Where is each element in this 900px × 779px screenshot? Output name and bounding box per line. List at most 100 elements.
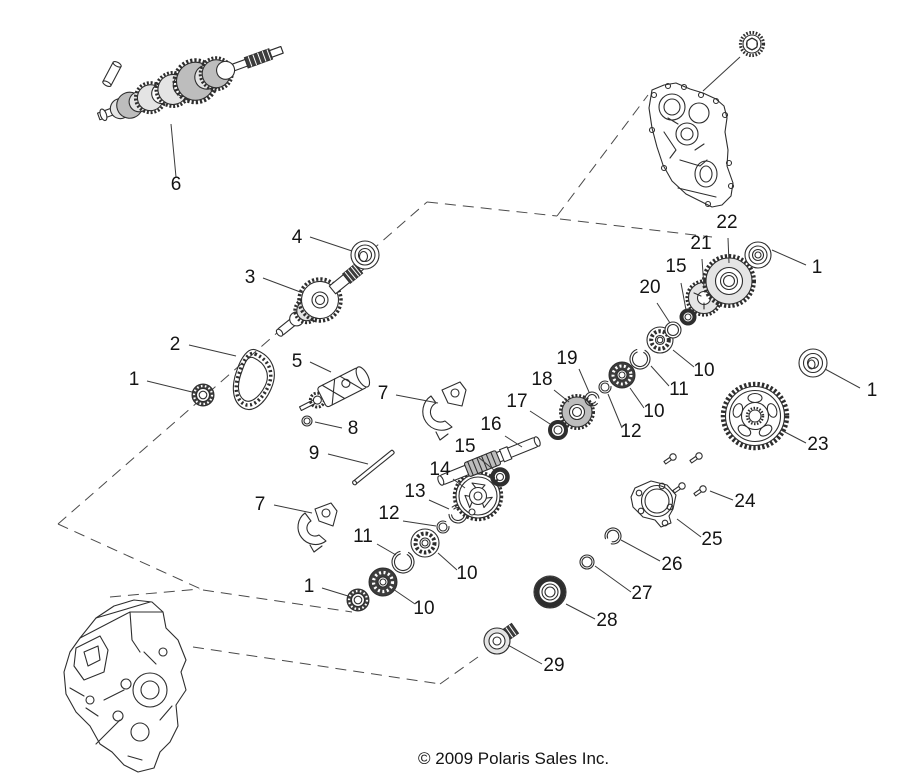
svg-text:12: 12 [378,503,399,524]
callout-9: 9 [309,443,369,465]
part-11-snap-ring-upper [629,348,651,370]
svg-text:26: 26 [661,554,682,575]
callout-6: 6 [170,123,182,195]
part-15-ring-upper [679,308,697,326]
svg-text:15: 15 [665,256,686,277]
part-8-washer [301,415,313,427]
svg-text:11: 11 [353,526,373,547]
part-25-retainer-plate [630,480,677,528]
svg-text:6: 6 [171,174,182,195]
svg-text:13: 13 [404,481,425,502]
part-18-gear [559,394,595,430]
svg-text:10: 10 [643,401,664,422]
part-22-gear [702,254,756,308]
callout-27: 27 [594,565,653,604]
callout-15-upper: 15 [665,256,687,311]
part-4-bearing [350,240,380,270]
svg-text:15: 15 [454,436,475,457]
callout-26: 26 [620,539,683,575]
part-23-output-gear [720,381,790,451]
svg-text:27: 27 [631,583,652,604]
callout-12-lower: 12 [378,503,437,527]
svg-text:1: 1 [129,369,140,390]
callout-5: 5 [292,351,332,373]
svg-text:25: 25 [701,529,722,550]
svg-text:22: 22 [716,212,737,233]
callout-7-lower: 7 [255,494,313,515]
part-10-bearing-a [608,361,636,389]
callout-21: 21 [690,233,712,289]
svg-text:10: 10 [456,563,477,584]
part-1-bearing-left [191,383,215,407]
callout-8: 8 [314,418,359,439]
cover-nut-leader [702,56,741,92]
svg-text:20: 20 [639,277,660,298]
part-10-bearing-d [368,567,398,597]
callout-10-mid: 10 [437,552,478,584]
callout-22: 22 [716,212,738,264]
svg-text:12: 12 [620,421,641,442]
svg-text:8: 8 [348,418,359,439]
svg-text:1: 1 [867,380,878,401]
callout-12-upper: 12 [607,393,642,442]
callout-4: 4 [292,227,353,252]
part-26-snap-ring [604,527,622,545]
callout-20: 20 [639,277,671,324]
callout-2: 2 [170,334,237,357]
callout-28: 28 [565,603,618,631]
svg-text:7: 7 [255,494,266,515]
callout-29: 29 [507,644,565,676]
part-10-bearing-b [646,326,674,354]
part-15-ring-lower [490,467,510,487]
callout-24: 24 [709,490,756,512]
part-7-shift-fork-lower [297,502,338,553]
svg-text:17: 17 [506,391,527,412]
part-20-washer [664,321,682,339]
svg-text:10: 10 [413,598,434,619]
svg-text:7: 7 [378,383,389,404]
svg-text:28: 28 [596,610,617,631]
callout-17: 17 [506,391,551,425]
part-12-ring-lower [436,520,450,534]
callout-25: 25 [676,518,723,550]
svg-text:29: 29 [543,655,564,676]
part-24-screws [663,452,707,497]
callout-10-bottom: 10 [392,588,435,619]
svg-text:10: 10 [693,360,714,381]
callout-10-upper-right: 10 [672,349,715,381]
callout-11-lower: 11 [353,526,397,556]
svg-text:5: 5 [292,351,303,372]
svg-text:14: 14 [429,459,451,480]
part-16-reverse-shaft [437,436,541,486]
callout-11-upper: 11 [650,365,689,400]
part-1-bearing-lower [346,588,370,612]
callout-1-lower: 1 [304,576,349,597]
part-27-o-ring [579,554,595,570]
part-17-ring [548,420,568,440]
callout-14: 14 [429,459,466,489]
callout-1-left: 1 [129,369,193,393]
callout-7-upper: 7 [378,383,439,404]
part-28-bearing [533,575,567,609]
part-9-shift-rail [352,449,395,486]
svg-text:9: 9 [309,443,320,464]
svg-text:23: 23 [807,434,828,455]
callout-13: 13 [404,481,450,510]
svg-text:2: 2 [170,334,181,355]
part-1-bearing-topright [744,241,772,269]
svg-text:18: 18 [531,369,552,390]
gearcase-cover [648,30,766,208]
callout-3: 3 [245,267,304,294]
callout-10-upper-mid: 10 [629,387,665,422]
part-10-bearing-c [410,528,440,558]
part-19-ring [584,391,600,407]
callout-16: 16 [480,414,523,448]
part-6-mainshaft-cluster [96,45,284,122]
svg-text:24: 24 [734,491,756,512]
callouts: 6 4 3 2 1 5 8 9 7 7 16 15 14 13 12 17 18… [129,123,878,676]
callout-18: 18 [531,369,570,403]
svg-text:1: 1 [304,576,315,597]
callout-1-right: 1 [824,368,878,401]
svg-text:4: 4 [292,227,303,248]
